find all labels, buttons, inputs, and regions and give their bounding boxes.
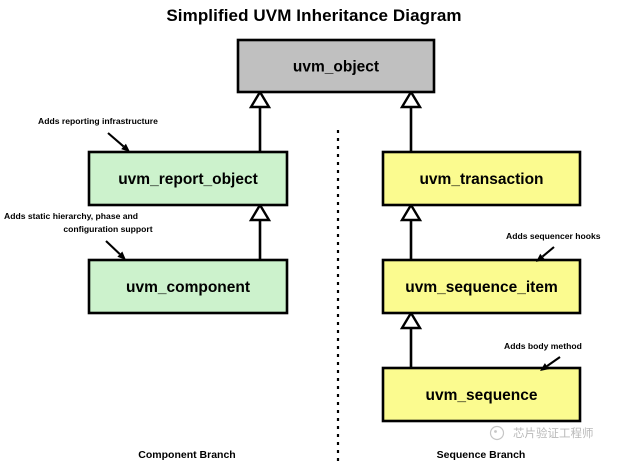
- class-node-box[interactable]: [381, 150, 582, 207]
- class-node-uvm_sequence[interactable]: uvm_sequence: [381, 366, 582, 423]
- class-node-uvm_transaction[interactable]: uvm_transaction: [381, 150, 582, 207]
- class-node-box[interactable]: [381, 366, 582, 423]
- class-node-box[interactable]: [236, 38, 436, 94]
- branch-labels: Component Branch Sequence Branch: [138, 449, 525, 461]
- class-node-label: uvm_transaction: [419, 171, 543, 188]
- class-node-label: uvm_sequence: [426, 387, 538, 404]
- inheritance-arrowhead: [399, 310, 423, 330]
- annotation-line: configuration support: [63, 224, 152, 234]
- class-node-label: uvm_object: [293, 59, 379, 76]
- inheritance-arrowhead: [399, 202, 423, 222]
- branch-label-component-branch: Component Branch: [138, 449, 235, 461]
- class-node-uvm_component[interactable]: uvm_component: [87, 258, 289, 315]
- annotation-line: Adds sequencer hooks: [506, 231, 601, 241]
- class-node-box[interactable]: [381, 258, 582, 315]
- inheritance-arrowhead: [399, 89, 423, 109]
- class-node-label: uvm_report_object: [118, 171, 258, 188]
- annotation-line: Adds reporting infrastructure: [38, 116, 158, 126]
- class-node-label: uvm_component: [126, 279, 250, 296]
- watermark-logo-dot: [494, 430, 497, 433]
- annotation-arrow-icon: [536, 253, 545, 262]
- class-node-uvm_object[interactable]: uvm_object: [236, 38, 436, 94]
- annotation-line: Adds static hierarchy, phase and: [4, 211, 138, 221]
- class-node-box[interactable]: [87, 258, 289, 315]
- annotation-static-hierarchy-config: Adds static hierarchy, phase and configur…: [4, 211, 153, 260]
- class-node-label: uvm_sequence_item: [405, 279, 558, 296]
- annotation-arrow-icon: [121, 143, 130, 152]
- annotation-sequencer-hooks: Adds sequencer hooks: [506, 231, 601, 262]
- class-node-uvm_report_object[interactable]: uvm_report_object: [87, 150, 289, 207]
- annotation-line: Adds body method: [504, 341, 582, 351]
- inheritance-edge-uvm_sequence_item-to-uvm_transaction: [399, 202, 423, 260]
- watermark: 芯片验证工程师: [489, 425, 594, 441]
- watermark-label: 芯片验证工程师: [513, 426, 594, 440]
- inheritance-arrowhead: [248, 202, 272, 222]
- page-title: Simplified UVM Inheritance Diagram: [166, 6, 461, 25]
- inheritance-edge-uvm_component-to-uvm_report_object: [248, 202, 272, 260]
- inheritance-edge-uvm_report_object-to-uvm_object: [248, 89, 272, 152]
- class-node-box[interactable]: [87, 150, 289, 207]
- annotation-arrow-icon: [540, 363, 550, 371]
- annotation-arrow-icon: [117, 251, 126, 260]
- inheritance-edge-uvm_transaction-to-uvm_object: [399, 89, 423, 152]
- class-nodes: uvm_object uvm_report_object uvm_component…: [87, 38, 582, 423]
- watermark-logo-icon: [489, 425, 505, 441]
- branch-label-sequence-branch: Sequence Branch: [437, 449, 526, 461]
- annotation-reporting-infrastructure: Adds reporting infrastructure: [38, 116, 158, 152]
- inheritance-arrowhead: [248, 89, 272, 109]
- class-node-uvm_sequence_item[interactable]: uvm_sequence_item: [381, 258, 582, 315]
- annotation-body-method: Adds body method: [504, 341, 582, 371]
- inheritance-edge-uvm_sequence-to-uvm_sequence_item: [399, 310, 423, 368]
- inheritance-edges: [248, 89, 423, 368]
